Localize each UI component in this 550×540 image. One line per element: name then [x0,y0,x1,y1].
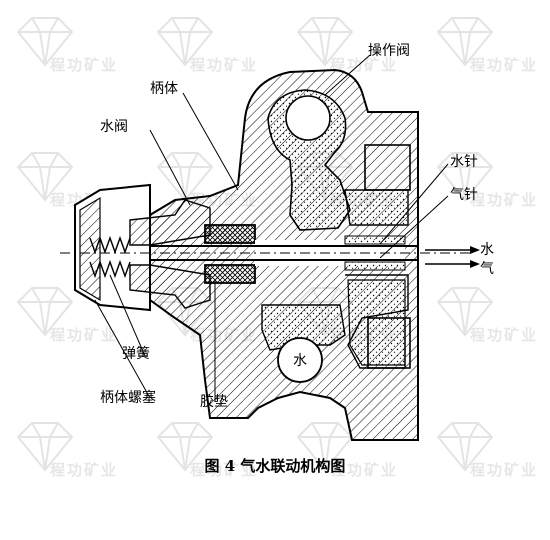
watermark-diamond-icon [436,422,494,472]
watermark-logo: 程功矿业 [430,280,540,350]
right-channel [344,189,409,226]
watermark-diamond-icon [156,422,214,472]
label-rubber-gasket: 胶垫 [200,394,228,410]
label-air-needle: 气针 [450,187,478,203]
watermark-diamond-icon [296,422,354,472]
watermark-logo: 程功矿业 [290,415,400,485]
watermark-diamond-icon [156,152,214,202]
spring [89,235,131,279]
label-water-needle: 水针 [450,154,478,170]
watermark-logo: 程功矿业 [10,415,120,485]
watermark-logo: 程功矿业 [290,10,400,80]
watermark-text: 程功矿业 [50,326,119,344]
watermark-diamond-icon [436,287,494,337]
water-port [277,337,323,383]
watermark-diamond-icon [436,17,494,67]
watermark-text: 程功矿业 [470,56,539,74]
watermark-text: 程功矿业 [330,56,399,74]
watermark-text: 程功矿业 [50,56,119,74]
label-air-out: 气 [480,261,494,277]
watermark-text: 程功矿业 [50,461,119,479]
lower-right-chamber [347,279,406,366]
watermark-text: 程功矿业 [190,461,259,479]
leader-lines [94,54,449,402]
watermark-diamond-icon [156,17,214,67]
watermark-logo: 程功矿业 [150,10,260,80]
label-handle-plug: 柄体螺塞 [100,390,156,406]
watermark-text: 程功矿业 [470,461,539,479]
watermark-diamond-icon [436,152,494,202]
label-water-channel: 水 [293,353,307,369]
label-spring: 弹簧 [122,346,150,362]
watermark-logo: 程功矿业 [430,415,540,485]
watermark-diamond-icon [16,17,74,67]
watermark-text: 程功矿业 [190,56,259,74]
watermark-text: 程功矿业 [470,326,539,344]
watermark-logo: 程功矿业 [430,10,540,80]
figure-caption: 图 4 气水联动机构图 [204,457,346,475]
watermark-text: 程功矿业 [330,461,399,479]
watermark-logo: 程功矿业 [10,10,120,80]
watermark-logo: 程功矿业 [10,280,120,350]
label-water-valve: 水阀 [100,119,128,135]
label-handle-body: 柄体 [150,81,178,97]
rubber-gasket [204,224,256,244]
watermark-diamond-icon [16,152,74,202]
watermark-diamond-icon [16,287,74,337]
label-water-out: 水 [480,242,494,258]
label-operating-valve: 操作阀 [368,43,410,59]
watermark-diamond-icon [16,422,74,472]
watermark-text: 程功矿业 [470,191,539,209]
watermark-diamond-icon [296,17,354,67]
watermark-logo: 程功矿业 [150,415,260,485]
watermark-logo: 程功矿业 [430,145,540,215]
